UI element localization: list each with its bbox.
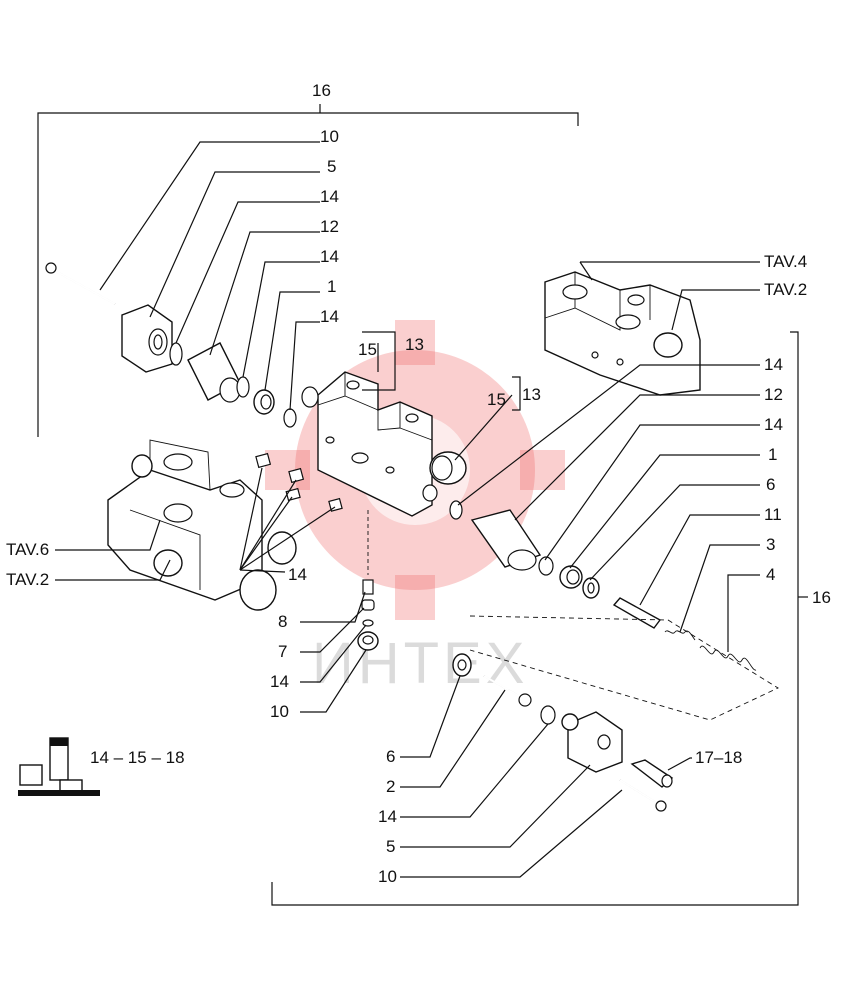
sleeve-12-right bbox=[470, 509, 542, 571]
label-7: 7 bbox=[278, 642, 287, 661]
leader-lines bbox=[55, 141, 760, 878]
label-10-bottom: 10 bbox=[378, 867, 397, 886]
label-12-top: 12 bbox=[320, 217, 339, 236]
label-14-15-18: 14 – 15 – 18 bbox=[90, 748, 185, 767]
label-14-right-a: 14 bbox=[764, 355, 783, 374]
assembly-dashed-guide bbox=[469, 615, 779, 721]
label-14-d: 14 bbox=[270, 672, 289, 691]
label-tav2-right: TAV.2 bbox=[764, 280, 807, 299]
spring-3 bbox=[664, 630, 696, 641]
label-tav6: TAV.6 bbox=[6, 540, 49, 559]
label-14-b: 14 bbox=[320, 247, 339, 266]
ball-7 bbox=[361, 599, 375, 611]
label-14-bottom: 14 bbox=[378, 807, 397, 826]
bolt-10-bottom bbox=[619, 779, 667, 812]
label-2-bottom: 2 bbox=[386, 777, 395, 796]
label-15-b: 15 bbox=[487, 390, 506, 409]
o-ring-14-g bbox=[362, 619, 374, 627]
label-14-mid: 14 bbox=[288, 565, 307, 584]
gaskets-14-left bbox=[255, 452, 343, 512]
fitting-17-18 bbox=[630, 759, 674, 788]
o-ring-14-d bbox=[449, 500, 463, 520]
label-17-18: 17–18 bbox=[695, 748, 742, 767]
bolt-2-bottom bbox=[483, 675, 532, 707]
label-15-a: 15 bbox=[358, 340, 377, 359]
spring-8 bbox=[362, 579, 374, 595]
top-assembly-bracket bbox=[37, 104, 579, 437]
label-6-bottom: 6 bbox=[386, 747, 395, 766]
plug-10-center bbox=[357, 631, 379, 651]
label-5-bottom: 5 bbox=[386, 837, 395, 856]
label-tav4: TAV.4 bbox=[764, 252, 807, 271]
o-ring-14-b bbox=[236, 376, 250, 398]
plug-1-top bbox=[253, 389, 275, 415]
label-8: 8 bbox=[278, 612, 287, 631]
label-13-a: 13 bbox=[405, 335, 424, 354]
label-16-right: 16 bbox=[812, 588, 831, 607]
label-14-right-b: 14 bbox=[764, 415, 783, 434]
label-14-c: 14 bbox=[320, 307, 339, 326]
label-14-a: 14 bbox=[320, 187, 339, 206]
o-ring-14-e bbox=[538, 556, 554, 576]
cover-5-top bbox=[121, 304, 173, 373]
pin-11 bbox=[612, 597, 662, 629]
cover-5-bottom bbox=[561, 711, 623, 773]
label-1-top: 1 bbox=[327, 277, 336, 296]
right-assembly-bracket bbox=[271, 331, 808, 906]
label-5-top: 5 bbox=[327, 157, 336, 176]
sealant-kit-icon bbox=[18, 737, 100, 796]
label-6-right: 6 bbox=[766, 475, 775, 494]
spring-4 bbox=[699, 645, 757, 671]
label-3: 3 bbox=[766, 535, 775, 554]
washer-6-bottom bbox=[452, 653, 472, 677]
label-12-right: 12 bbox=[764, 385, 783, 404]
valve-bank-tav6 bbox=[107, 439, 297, 611]
label-1-right: 1 bbox=[768, 445, 777, 464]
watermark-text: ИНТЕХ bbox=[312, 631, 528, 696]
label-tav2-left: TAV.2 bbox=[6, 570, 49, 589]
label-4: 4 bbox=[766, 565, 775, 584]
plug-1-right bbox=[559, 565, 583, 589]
bolt-10-top bbox=[45, 262, 116, 305]
label-10-top: 10 bbox=[320, 127, 339, 146]
o-ring-14-a bbox=[169, 342, 183, 366]
label-10-center: 10 bbox=[270, 702, 289, 721]
o-ring-14-f bbox=[540, 705, 556, 725]
washer-6-right bbox=[582, 577, 600, 599]
label-13-b: 13 bbox=[522, 385, 541, 404]
sleeve-12-top bbox=[187, 342, 241, 403]
o-ring-14-c bbox=[283, 408, 297, 428]
central-valve-section bbox=[301, 371, 467, 517]
label-11: 11 bbox=[764, 505, 782, 524]
valve-bank-tav4 bbox=[544, 271, 701, 396]
label-16-top: 16 bbox=[312, 81, 331, 100]
